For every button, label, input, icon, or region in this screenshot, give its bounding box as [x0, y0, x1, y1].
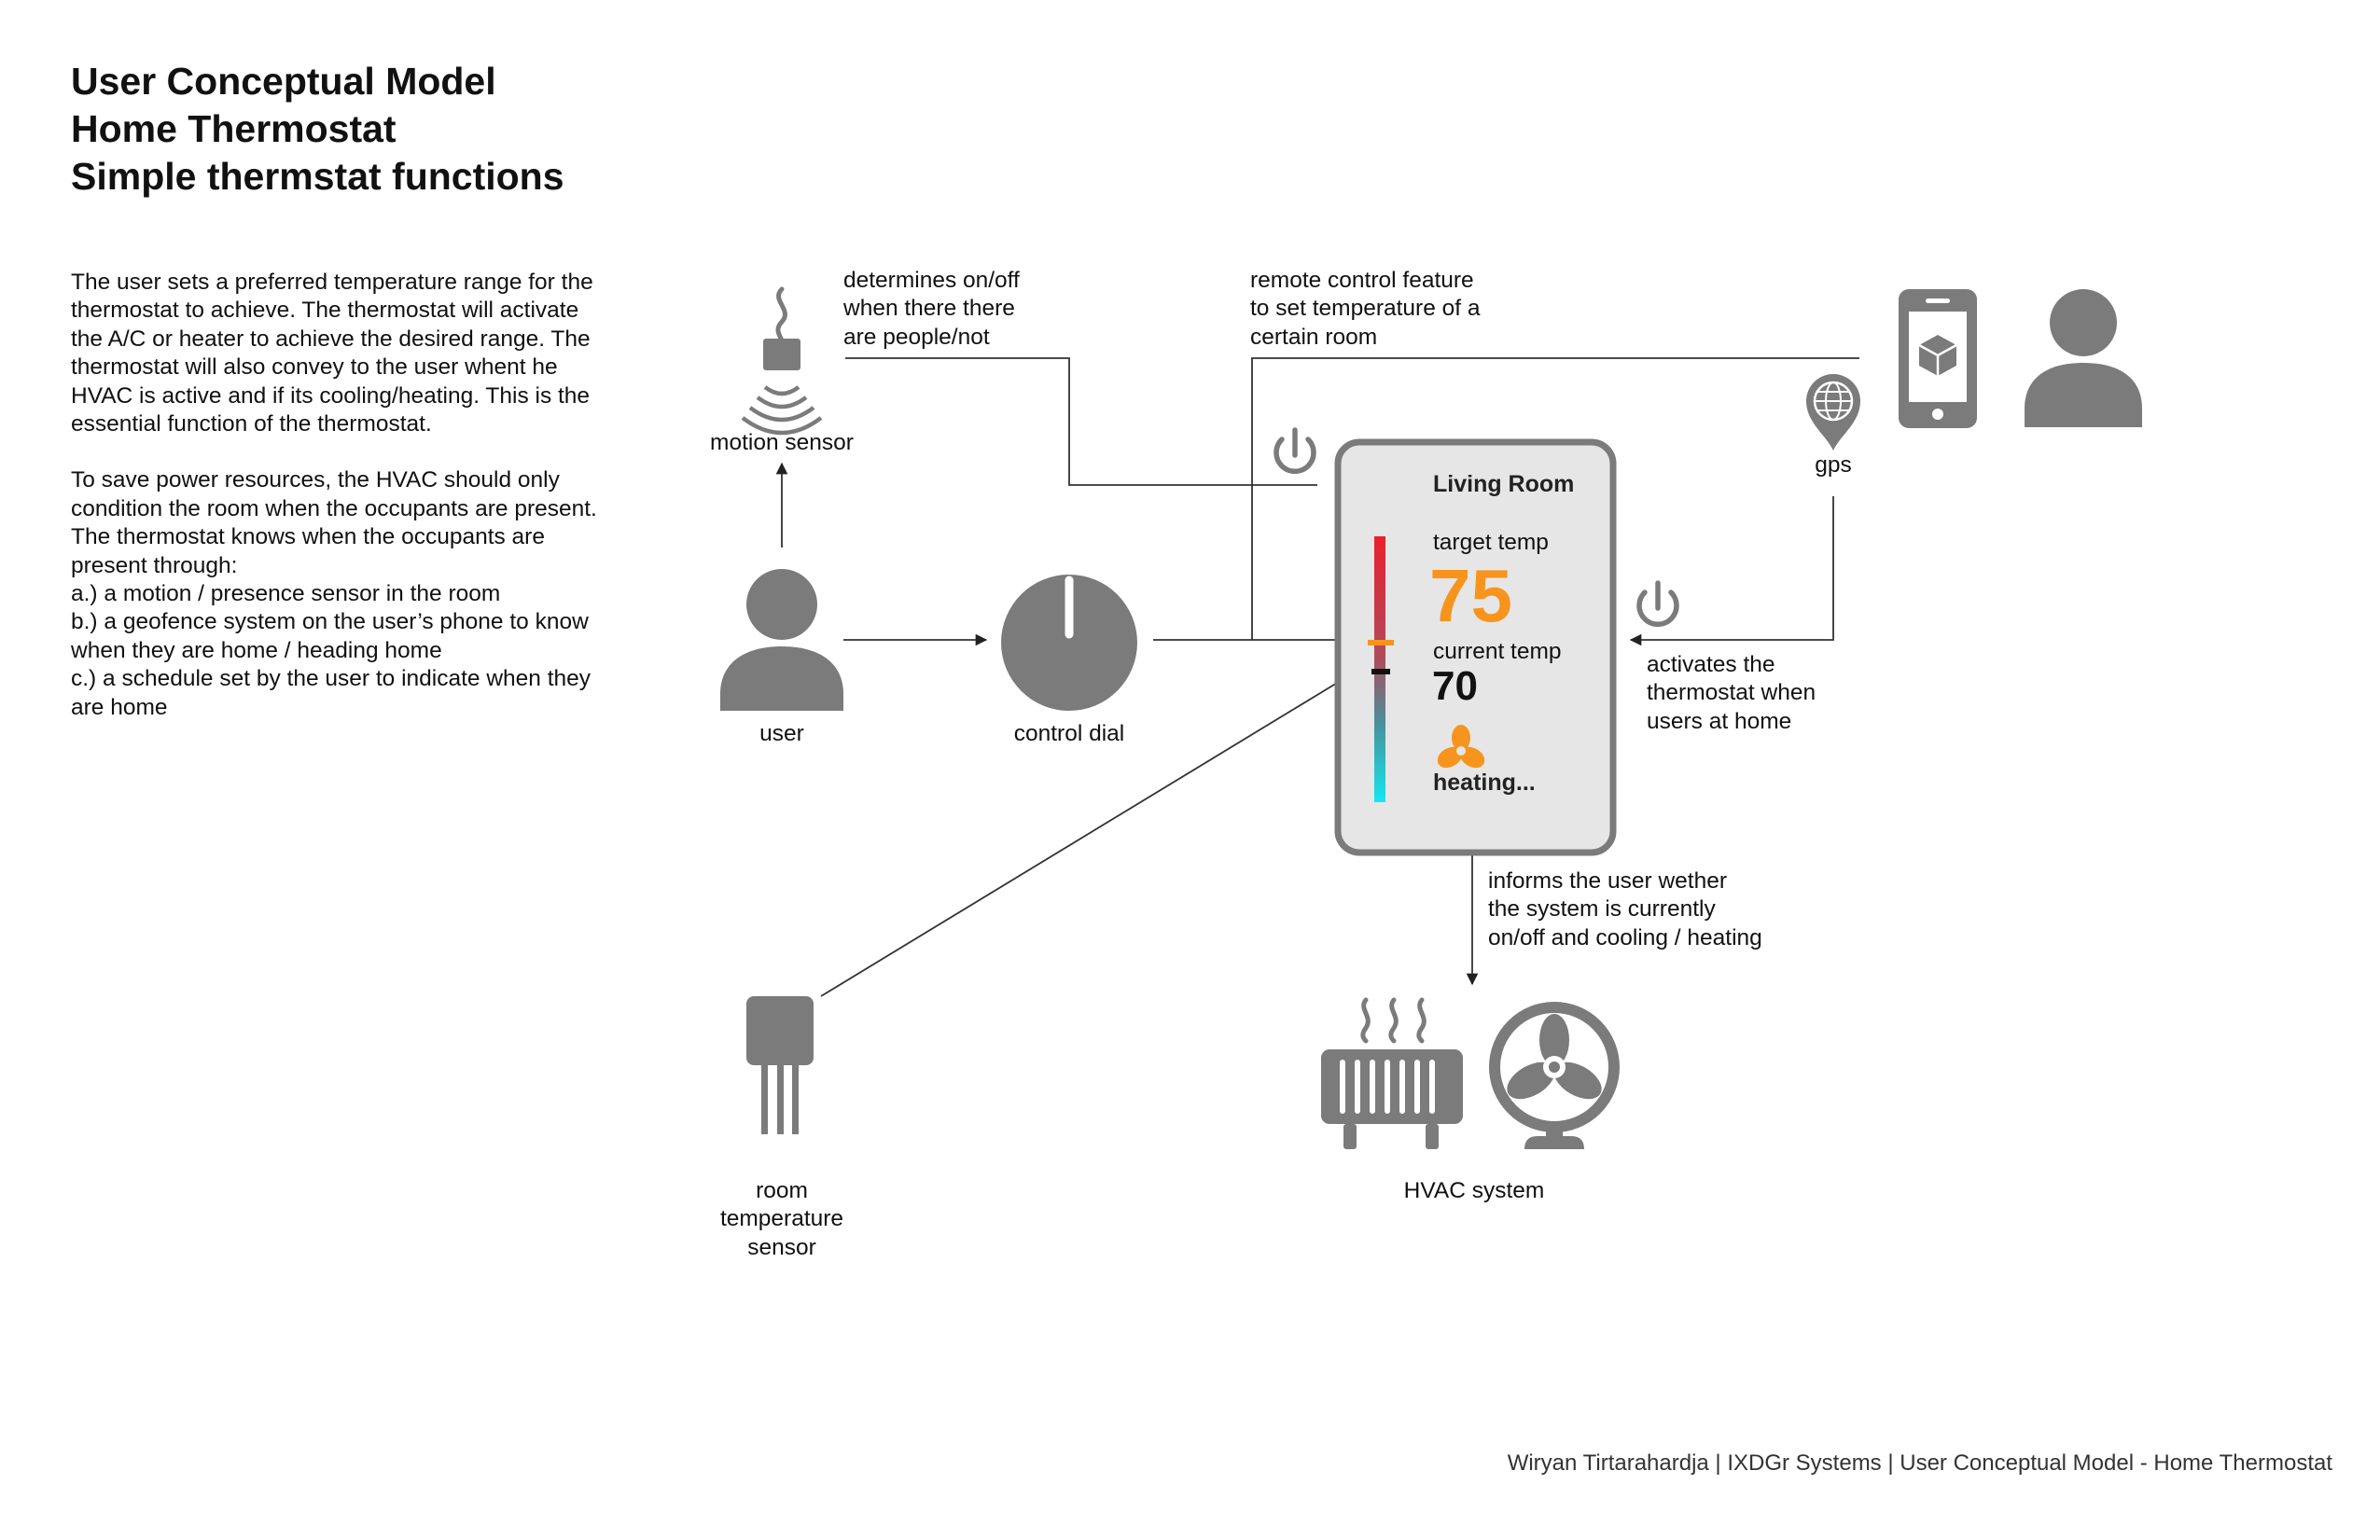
phone-icon: [1899, 289, 1977, 428]
connector-phone-to-thermostat: [1251, 357, 1859, 640]
target-temp-label: target temp: [1433, 530, 1549, 555]
hvac-system-label: HVAC system: [1403, 1178, 1545, 1203]
remote-annotation: remote control feature to set temperatur…: [1250, 268, 1481, 350]
title-line-1: User Conceptual Model: [71, 60, 496, 103]
title-line-3: Simple thermstat functions: [71, 155, 564, 198]
connector-gps-to-thermostat: [1629, 496, 1834, 646]
connector-motion-to-thermostat: [845, 357, 1317, 486]
connector-temp-sensor-to-thermostat: [820, 671, 1357, 997]
user-label: user: [759, 721, 804, 746]
informs-annotation: informs the user wether the system is cu…: [1488, 868, 1762, 950]
current-temp-label: current temp: [1433, 639, 1562, 664]
current-temp-marker: [1371, 669, 1390, 674]
motion-sensor-icon: [741, 286, 823, 436]
description-paragraph-2: To save power resources, the HVAC should…: [71, 467, 597, 720]
remote-user-icon: [2025, 289, 2142, 427]
fan-status-icon: [1437, 725, 1485, 769]
page-title: User Conceptual Model Home Thermostat Si…: [71, 58, 564, 201]
target-temp-value: 75: [1429, 554, 1512, 637]
power-icon-left: [1274, 427, 1316, 475]
current-temp-value: 70: [1432, 663, 1478, 709]
control-dial-label: control dial: [1013, 721, 1125, 746]
motion-annotation: determines on/off when there there are p…: [843, 268, 1020, 350]
description-paragraph-1: The user sets a preferred temperature ra…: [71, 270, 593, 437]
heater-icon: [1321, 997, 1463, 1149]
thermostat-panel: [1334, 438, 1617, 856]
room-temp-sensor-icon: [746, 996, 814, 1134]
motion-sensor-label: motion sensor: [710, 430, 854, 455]
hvac-status-text: heating...: [1433, 770, 1536, 796]
user-icon: [720, 569, 843, 711]
gps-label: gps: [1815, 452, 1852, 478]
target-temp-marker: [1368, 640, 1394, 645]
activates-annotation: activates the thermostat when users at h…: [1647, 652, 1816, 734]
description: The user sets a preferred temperature ra…: [71, 269, 649, 750]
control-dial-icon: [1001, 575, 1137, 711]
power-icon-right: [1636, 580, 1679, 628]
thermostat-room-name: Living Room: [1433, 471, 1575, 497]
title-line-2: Home Thermostat: [71, 107, 397, 150]
room-temp-sensor-label: room temperature sensor: [719, 1178, 844, 1260]
connectors: [775, 357, 1859, 997]
fan-icon: [1489, 1002, 1620, 1149]
gps-pin-icon: [1806, 374, 1860, 451]
footer-credit: Wiryan Tirtarahardja | IXDGr Systems | U…: [1507, 1450, 2332, 1476]
